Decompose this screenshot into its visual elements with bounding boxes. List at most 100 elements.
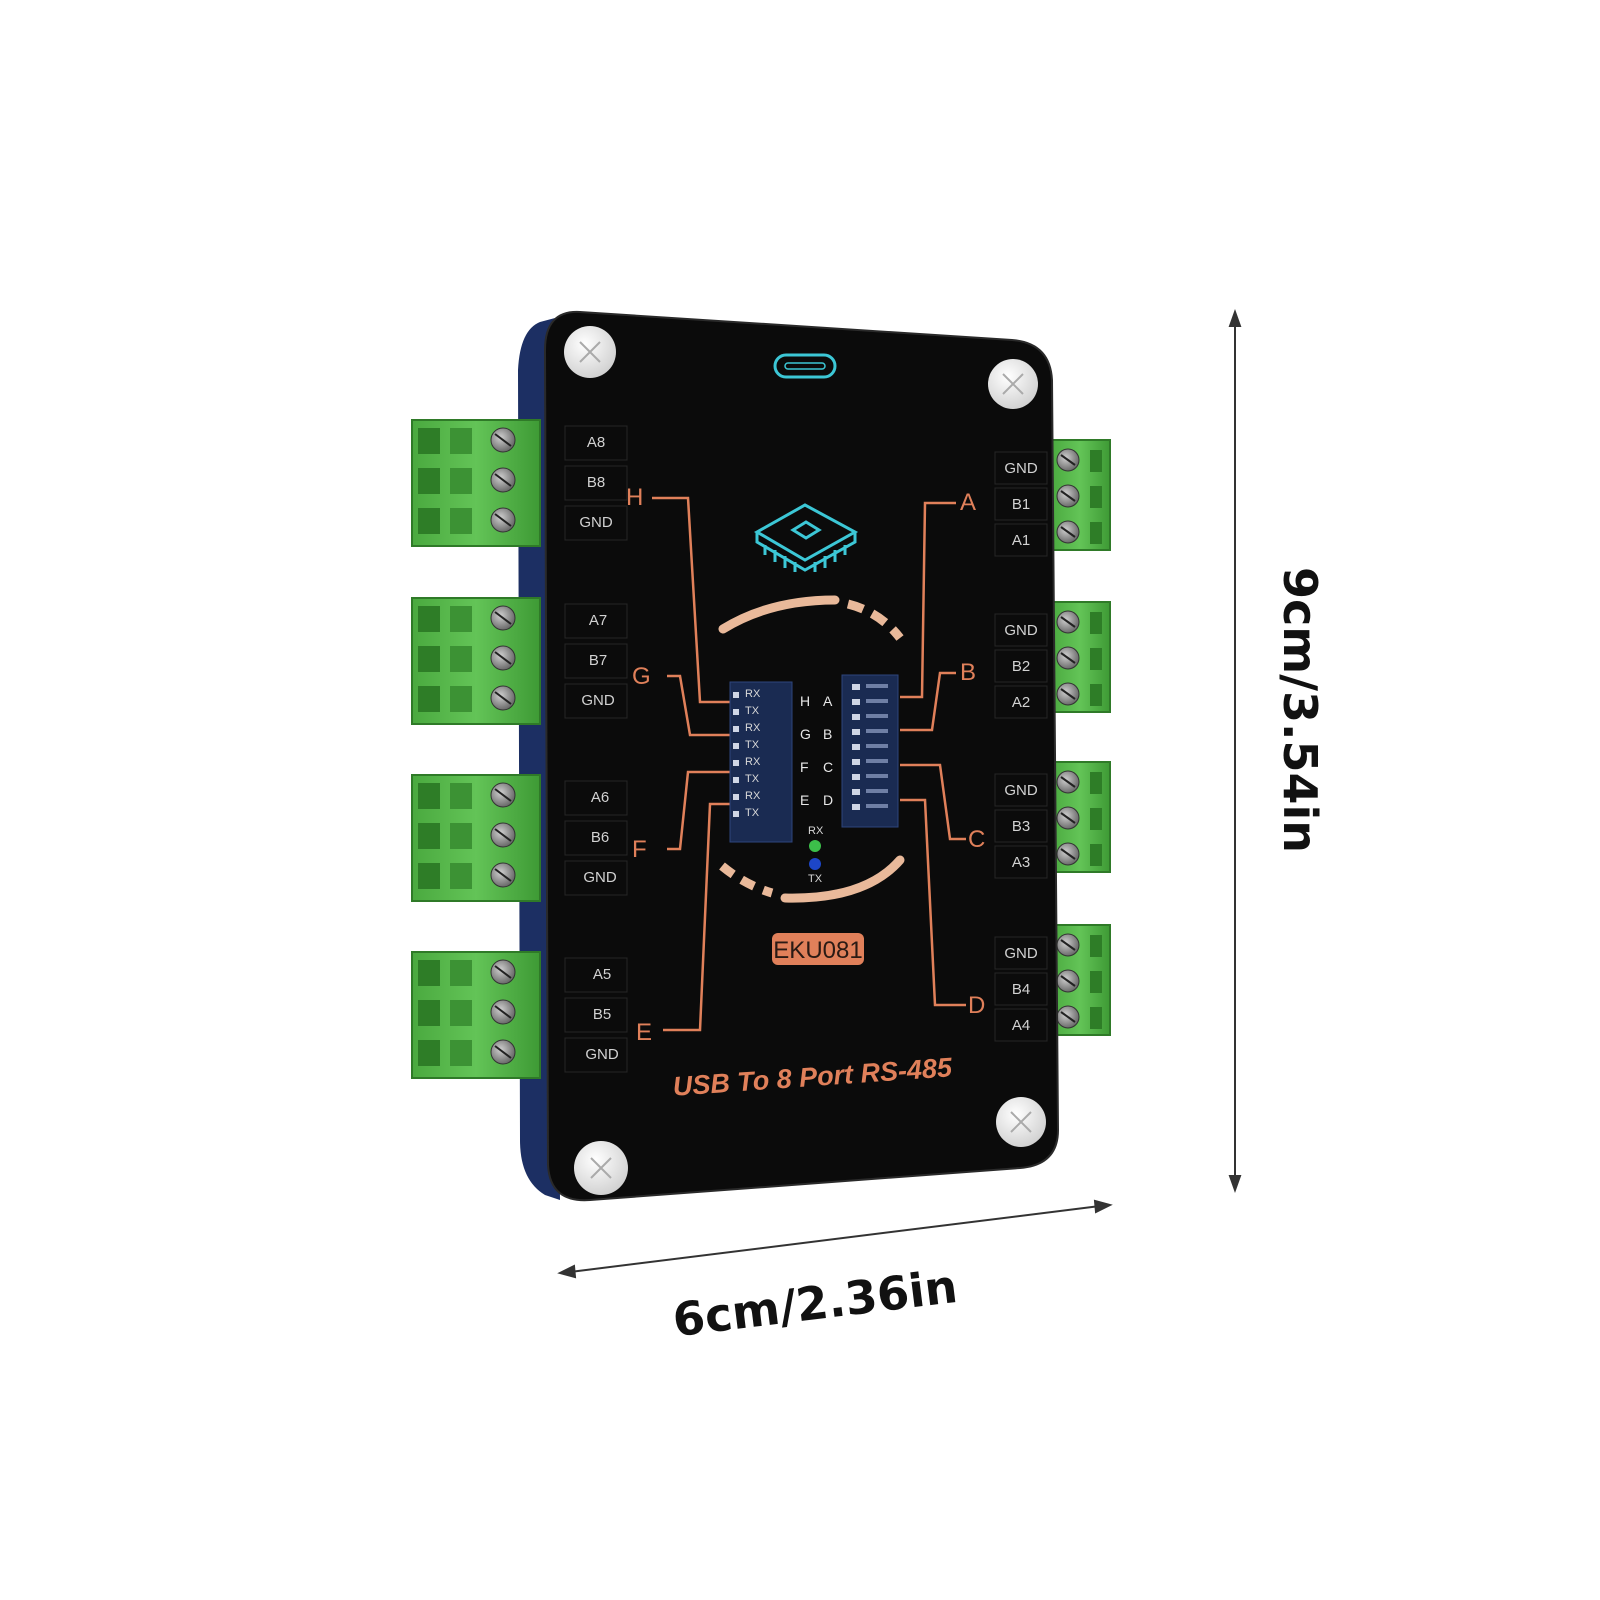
terminal-screw-icon <box>1056 448 1080 472</box>
chip-pin-label: TX <box>745 807 760 819</box>
terminal-screw-icon <box>490 467 516 493</box>
right-terminal-blocks <box>1049 439 1111 1036</box>
pin-label: GND <box>1004 782 1038 799</box>
chip-channel-label: F <box>800 759 809 775</box>
terminal-screw-icon <box>490 605 516 631</box>
pin-label: A8 <box>587 434 605 451</box>
chip-pin-label: TX <box>745 773 760 785</box>
terminal-screw-icon <box>490 862 516 888</box>
lower-arc <box>780 855 905 903</box>
right-terminal-block <box>1049 601 1111 713</box>
pin-label: GND <box>581 692 615 709</box>
pin-label: GND <box>1004 460 1038 477</box>
rx-led <box>809 840 821 852</box>
acrylic-cover <box>543 310 1060 1202</box>
corner-bolt-bottom-right <box>996 1097 1046 1147</box>
svg-text:RX: RX <box>808 825 824 837</box>
chip-channel-label: C <box>823 759 833 775</box>
chip-channel-label: B <box>823 726 832 742</box>
chip-pin-label: RX <box>745 756 761 768</box>
internal-chip-window: RX TX RX TX RX TX RX TX H G F E A B C D <box>729 674 899 843</box>
terminal-screw-icon <box>490 427 516 453</box>
terminal-screw-icon <box>1056 484 1080 508</box>
width-dimension-arrow <box>557 1199 1113 1279</box>
pin-label: A4 <box>1012 1017 1030 1034</box>
left-terminal-block <box>411 951 541 1079</box>
chip-channel-label: H <box>800 693 810 709</box>
model-label: EKU081 <box>773 937 862 964</box>
svg-text:G: G <box>632 663 651 690</box>
svg-text:H: H <box>626 484 643 511</box>
upper-arc <box>718 595 840 634</box>
pin-label: GND <box>583 869 617 886</box>
port-letters: H G F E A B C D <box>626 484 985 1046</box>
terminal-screw-icon <box>1056 1005 1080 1029</box>
terminal-screw-icon <box>490 1039 516 1065</box>
pin-label: B3 <box>1012 818 1030 835</box>
usb-c-port-icon <box>773 353 837 379</box>
terminal-screw-icon <box>490 685 516 711</box>
svg-text:TX: TX <box>808 873 823 885</box>
chip-pin-label: TX <box>745 705 760 717</box>
terminal-screw-icon <box>490 999 516 1025</box>
terminal-screw-icon <box>490 507 516 533</box>
pin-label: A7 <box>589 612 607 629</box>
chip-pin-label: RX <box>745 722 761 734</box>
terminal-screw-icon <box>1056 806 1080 830</box>
tx-led <box>809 858 821 870</box>
right-terminal-block <box>1049 761 1111 873</box>
terminal-screw-icon <box>1056 770 1080 794</box>
terminal-screw-icon <box>1056 610 1080 634</box>
left-terminal-block <box>411 774 541 902</box>
rs485-board: H G F E A B C D RX TX RX TX RX TX RX TX H G F E A B… <box>411 310 1111 1202</box>
chip-channel-label: G <box>800 726 811 742</box>
pin-label: GND <box>1004 622 1038 639</box>
height-dimension-arrow <box>1228 309 1242 1193</box>
terminal-screw-icon <box>1056 646 1080 670</box>
pin-label: GND <box>585 1046 619 1063</box>
chip-channel-label: D <box>823 792 833 808</box>
pin-label: B1 <box>1012 496 1030 513</box>
pin-label: B8 <box>587 474 605 491</box>
terminal-screw-icon <box>490 822 516 848</box>
left-terminal-block <box>411 597 541 725</box>
svg-text:E: E <box>636 1019 652 1046</box>
model-badge <box>772 933 864 965</box>
terminal-screw-icon <box>490 959 516 985</box>
pin-label: A2 <box>1012 694 1030 711</box>
terminal-screw-icon <box>1056 682 1080 706</box>
terminal-screw-icon <box>490 645 516 671</box>
terminal-screw-icon <box>1056 520 1080 544</box>
pin-label: B7 <box>589 652 607 669</box>
pin-label: B6 <box>591 829 609 846</box>
left-terminal-block <box>411 419 541 547</box>
pin-label: A3 <box>1012 854 1030 871</box>
pin-label: B2 <box>1012 658 1030 675</box>
pin-label: GND <box>579 514 613 531</box>
chip-channel-label: E <box>800 792 809 808</box>
right-terminal-block <box>1049 924 1111 1036</box>
terminal-screw-icon <box>1056 933 1080 957</box>
pin-label: A6 <box>591 789 609 806</box>
chip-channel-label: A <box>823 693 833 709</box>
width-dimension-label: 6cm/2.36in <box>670 1259 960 1347</box>
chip-pin-label: TX <box>745 739 760 751</box>
pin-label: A1 <box>1012 532 1030 549</box>
svg-text:D: D <box>968 992 985 1019</box>
chip-pin-label: RX <box>745 790 761 802</box>
terminal-screw-icon <box>1056 842 1080 866</box>
port-traces <box>652 496 966 1032</box>
svg-text:A: A <box>960 489 976 516</box>
right-terminal-block <box>1049 439 1111 551</box>
pin-label: GND <box>1004 945 1038 962</box>
terminal-screw-icon <box>490 782 516 808</box>
left-terminal-blocks <box>411 419 541 1079</box>
terminal-screw-icon <box>1056 969 1080 993</box>
status-leds: RX TX <box>808 825 824 885</box>
svg-text:C: C <box>968 826 985 853</box>
height-dimension-label: 9cm/3.54in <box>1273 567 1327 853</box>
corner-bolt-top-left <box>564 326 616 378</box>
pin-label: B4 <box>1012 981 1030 998</box>
